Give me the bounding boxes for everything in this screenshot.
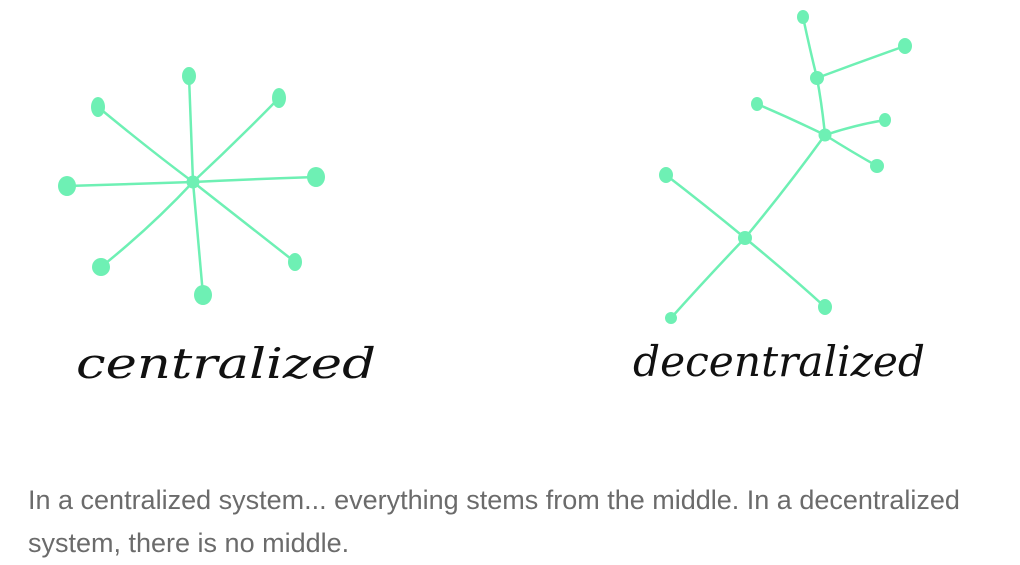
edge bbox=[96, 105, 195, 184]
leaf-node bbox=[182, 67, 196, 85]
edge bbox=[191, 175, 318, 184]
branch-node bbox=[738, 231, 752, 245]
centralized-network: centralized bbox=[58, 67, 376, 388]
leaf-node bbox=[272, 88, 286, 108]
leaf-node bbox=[751, 97, 763, 111]
leaf-node bbox=[288, 253, 302, 271]
edge bbox=[743, 133, 827, 240]
edge bbox=[823, 133, 879, 168]
edge bbox=[99, 180, 195, 269]
edge bbox=[815, 76, 827, 137]
leaf-node bbox=[307, 167, 325, 187]
network-diagrams: centralized bbox=[58, 10, 925, 388]
branch-node bbox=[810, 71, 824, 85]
hub-node bbox=[186, 175, 200, 189]
leaf-node bbox=[58, 176, 76, 196]
leaf-node bbox=[797, 10, 809, 24]
leaf-node bbox=[818, 299, 832, 315]
leaf-node bbox=[194, 285, 212, 305]
edge bbox=[743, 236, 827, 309]
edge bbox=[669, 236, 747, 320]
edge bbox=[191, 180, 297, 264]
edge bbox=[815, 44, 907, 80]
edge bbox=[65, 180, 195, 188]
leaf-node bbox=[665, 312, 677, 324]
decentralized-label: decentralized bbox=[633, 337, 925, 386]
leaf-node bbox=[870, 159, 884, 173]
edge bbox=[823, 118, 887, 137]
leaf-node bbox=[898, 38, 912, 54]
edge bbox=[187, 74, 195, 184]
leaf-node bbox=[879, 113, 891, 127]
branch-node bbox=[818, 128, 832, 142]
figure-caption: In a centralized system... everything st… bbox=[28, 485, 960, 558]
edge bbox=[755, 102, 827, 137]
edge bbox=[664, 173, 747, 240]
leaf-node bbox=[92, 258, 110, 276]
centralized-label: centralized bbox=[76, 339, 376, 388]
edge bbox=[191, 180, 205, 297]
leaf-node bbox=[659, 167, 673, 183]
edge bbox=[191, 96, 281, 184]
figure: centralized bbox=[28, 10, 960, 558]
decentralized-network: decentralized bbox=[633, 10, 925, 386]
edge bbox=[801, 15, 819, 80]
leaf-node bbox=[91, 97, 105, 117]
